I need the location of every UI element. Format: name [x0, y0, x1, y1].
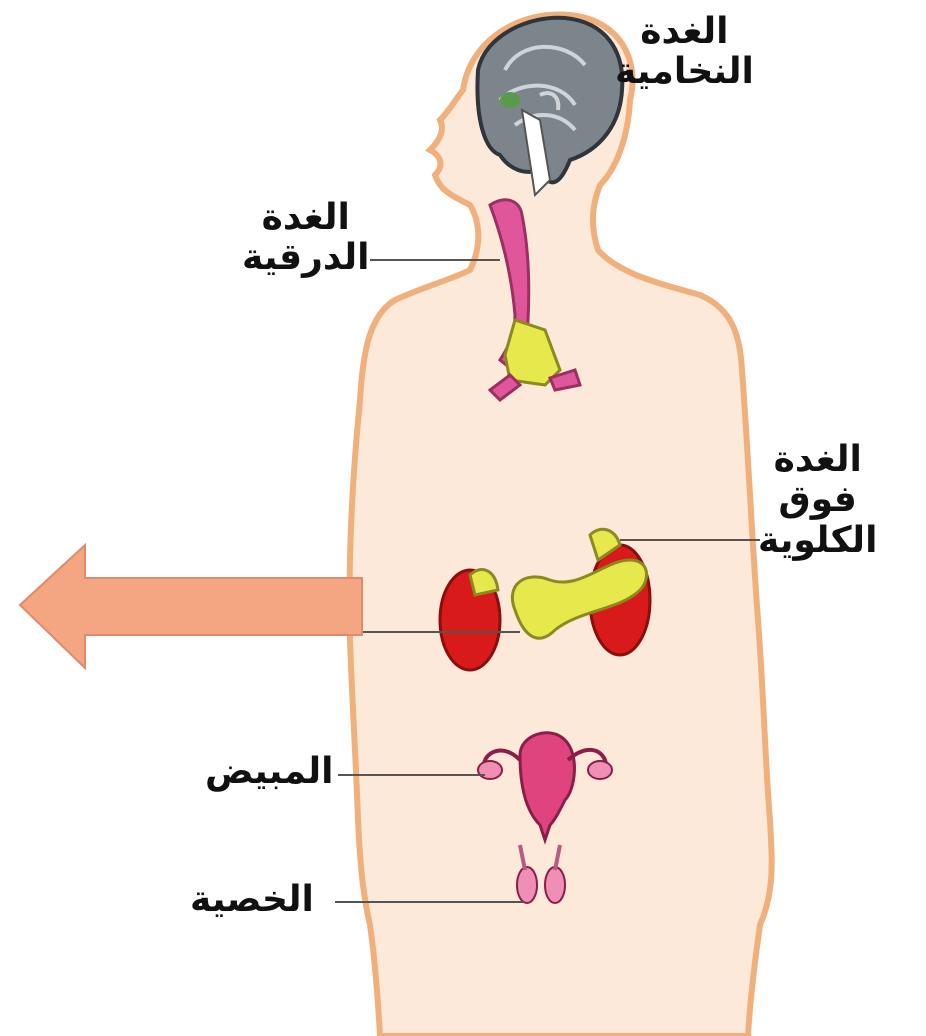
label-testis-line1: الخصية [190, 880, 314, 920]
ovary-left [478, 761, 502, 779]
label-pituitary-line2: النخامية [615, 52, 754, 92]
label-thyroid-line2: الدرقية [242, 238, 369, 278]
left-arrow-icon [20, 545, 362, 668]
label-adrenal-line3: الكلوية [758, 521, 877, 561]
label-thyroid: الغدة الدرقية [242, 198, 369, 279]
testis-right [545, 867, 565, 903]
label-adrenal: الغدة فوق الكلوية [758, 440, 877, 561]
label-pituitary-line1: الغدة [615, 12, 754, 52]
ovary-right [588, 761, 612, 779]
label-adrenal-line1: الغدة [758, 440, 877, 480]
label-thyroid-line1: الغدة [242, 198, 369, 238]
testis-left [517, 867, 537, 903]
pituitary-gland [500, 92, 520, 108]
label-pituitary: الغدة النخامية [615, 12, 754, 93]
label-testis: الخصية [190, 880, 314, 920]
label-adrenal-line2: فوق [758, 480, 877, 520]
label-ovary-line1: المبيض [205, 752, 334, 792]
label-ovary: المبيض [205, 752, 334, 792]
